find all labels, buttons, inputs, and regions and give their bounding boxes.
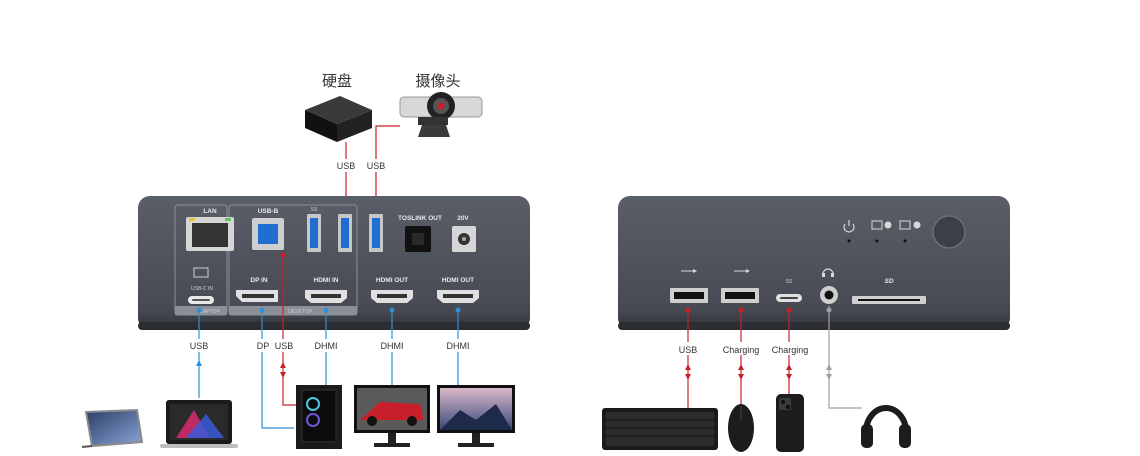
laptop-icon	[160, 400, 238, 448]
hdmi-in-label: HDMI IN	[314, 277, 339, 284]
right-dock: SS SD	[618, 196, 1010, 330]
toslink-label: TOSLINK OUT	[398, 215, 442, 222]
front-usb-port-2[interactable]	[721, 288, 759, 303]
power-icon	[843, 220, 855, 233]
hdmi-out2-link-label: DHMI	[447, 341, 470, 351]
desktop-tower-icon	[296, 385, 342, 449]
webcam-icon	[399, 92, 483, 137]
mouse-icon	[728, 404, 754, 452]
usb3-logo-1: SS	[311, 207, 318, 213]
usb3-port-1[interactable]	[307, 214, 321, 252]
hard-drive-title: 硬盘	[322, 72, 352, 90]
usb-c-in-label: USB-C IN	[191, 286, 213, 292]
tablet-icon	[81, 408, 144, 448]
keyboard-icon	[602, 408, 718, 450]
host2-icon	[899, 220, 911, 230]
usb-b-label: USB-B	[258, 208, 279, 215]
drive-link-label: USB	[337, 161, 356, 171]
usb3-port-2[interactable]	[338, 214, 352, 252]
mouse-link-label: Charging	[723, 345, 760, 355]
sd-label: SD	[884, 278, 893, 285]
usb3-port-3[interactable]	[369, 214, 383, 252]
power-button[interactable]	[932, 215, 966, 249]
usb-symbol-icon-1	[681, 269, 697, 273]
hdmi-out1-link-label: DHMI	[381, 341, 404, 351]
right-dock-links	[674, 306, 862, 409]
webcam-link-line	[375, 125, 400, 208]
laptop-usb-label: USB	[190, 341, 209, 351]
laptop-small-icon	[193, 267, 209, 278]
left-dock: LAPTOP DESKTOP LAN USB-C IN USB-B DP IN …	[138, 196, 530, 330]
webcam-link-label: USB	[367, 161, 386, 171]
power-label: 20V	[457, 215, 469, 222]
usb-b-link-label: USB	[275, 341, 294, 351]
hdmi-out1-label: HDMI OUT	[376, 277, 408, 284]
laptop-group-label: LAPTOP	[200, 309, 220, 315]
hard-drive-icon	[305, 96, 372, 142]
phone-icon	[776, 394, 804, 452]
usb-symbol-icon-2	[734, 269, 750, 273]
monitor-racecar-icon	[354, 385, 430, 447]
host1-icon	[871, 220, 883, 230]
desktop-group-label: DESKTOP	[288, 309, 312, 315]
phone-link-label: Charging	[772, 345, 809, 355]
dp-link-label: DP	[257, 341, 270, 351]
headphones-icon	[861, 405, 911, 448]
dp-in-label: DP IN	[250, 277, 268, 284]
headphone-symbol-icon	[822, 268, 834, 277]
lan-label: LAN	[203, 208, 217, 215]
keyboard-link-label: USB	[679, 345, 698, 355]
hdmi-out2-label: HDMI OUT	[442, 277, 474, 284]
front-usb-port-1[interactable]	[670, 288, 708, 303]
hdmi-in-link-label: DHMI	[315, 341, 338, 351]
monitor-mountain-icon	[437, 385, 515, 447]
webcam-title: 摄像头	[415, 72, 460, 90]
usb-c-ss-logo: SS	[786, 279, 793, 285]
left-dock-links	[185, 252, 476, 429]
